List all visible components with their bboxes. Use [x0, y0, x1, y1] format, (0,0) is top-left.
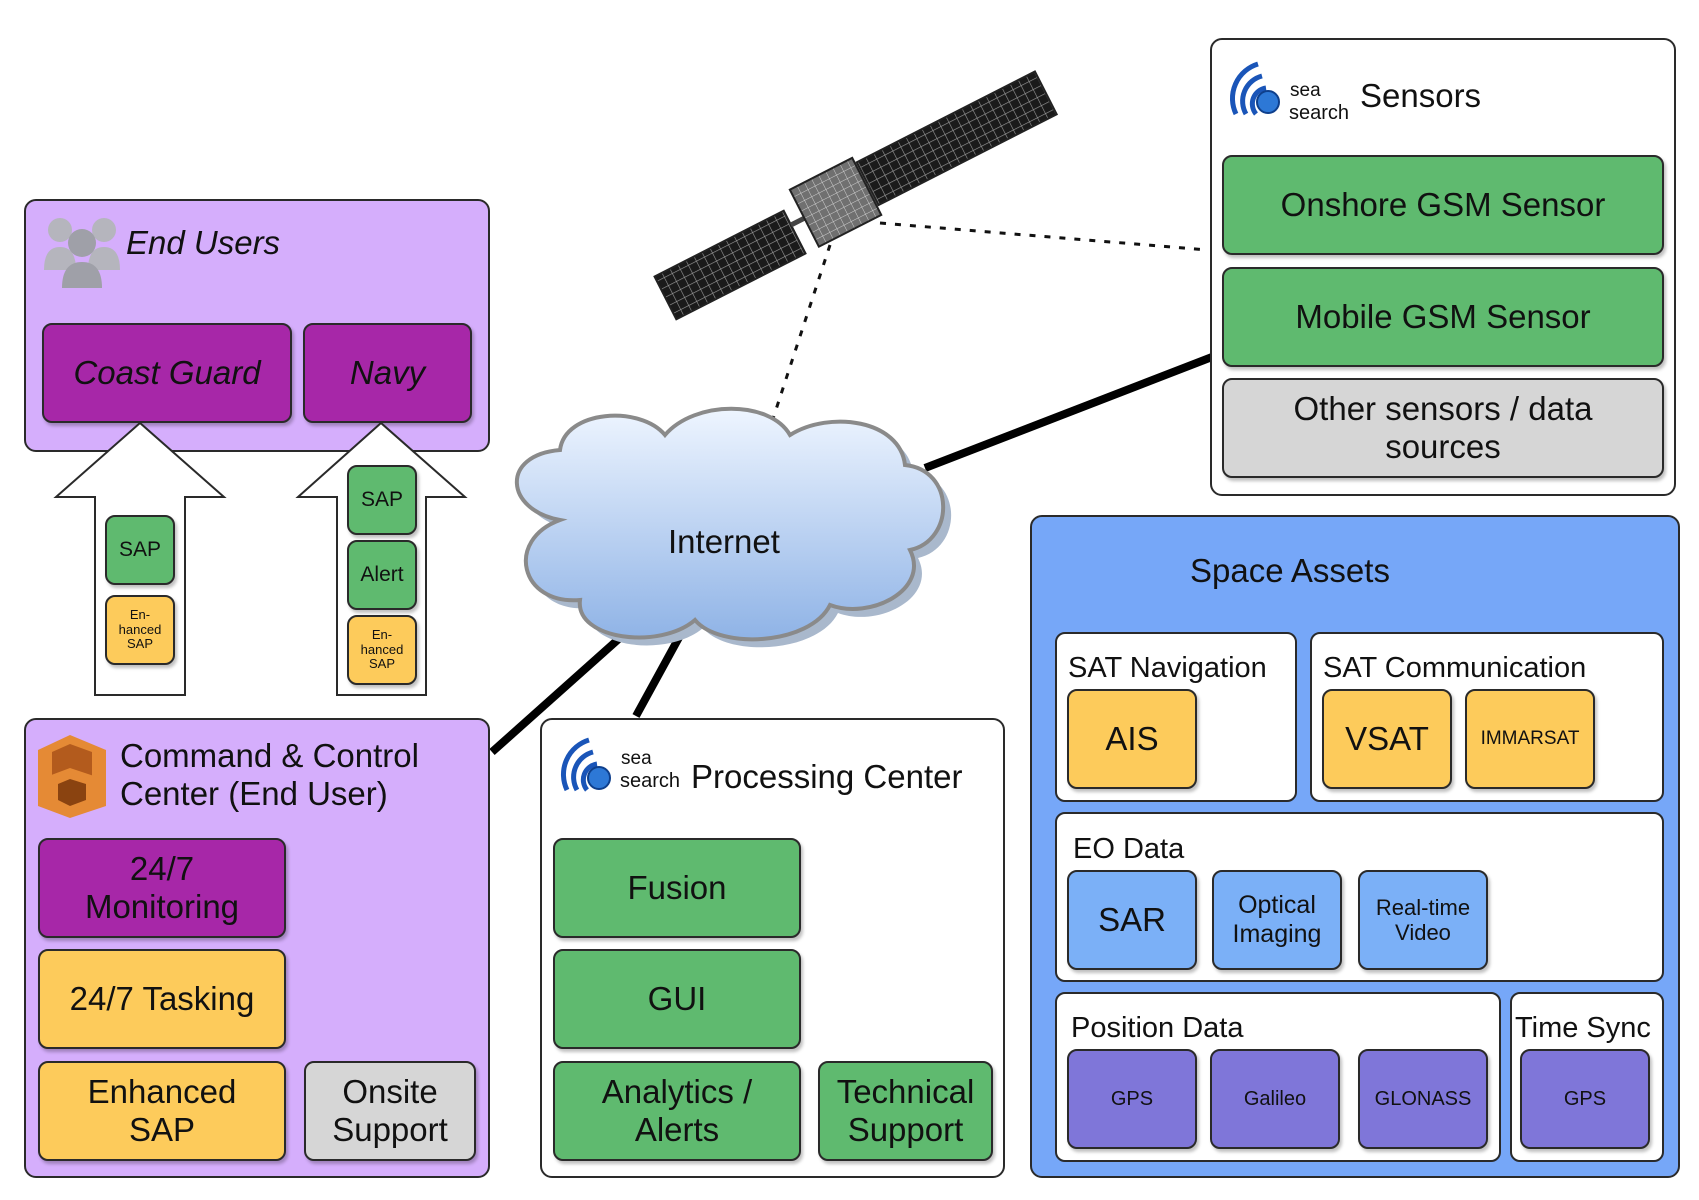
space-assets-title: Space Assets — [1190, 552, 1390, 589]
left-arrow-sap: SAP — [105, 515, 175, 585]
sensors-title: Sensors — [1360, 77, 1482, 114]
satellite-icon — [653, 70, 1059, 321]
right-arrow-enhanced-sap: En- hanced SAP — [347, 615, 417, 685]
left-arrow-enhanced-sap: En- hanced SAP — [105, 595, 175, 665]
fusion-box: Fusion — [553, 838, 801, 938]
internet-sensors-link — [923, 353, 1214, 472]
sea-search-logo-icon — [1230, 61, 1280, 116]
sat-communication-title: SAT Communication — [1323, 652, 1587, 684]
command-center-title-1: Command & Control — [120, 737, 419, 774]
navy-box: Navy — [303, 323, 472, 423]
right-arrow-sap: SAP — [347, 465, 417, 535]
tasking-box: 24/7 Tasking — [38, 949, 286, 1049]
logo-line2: search — [620, 770, 681, 792]
coast-guard-box: Coast Guard — [42, 323, 292, 423]
ais-box: AIS — [1067, 689, 1197, 789]
mobile-gsm-box: Mobile GSM Sensor — [1222, 267, 1664, 367]
internet-label: Internet — [668, 523, 780, 560]
logo-line1: sea — [621, 748, 652, 769]
gui-box: GUI — [553, 949, 801, 1049]
eo-data-title: EO Data — [1073, 833, 1185, 865]
realtime-video-box: Real-time Video — [1358, 870, 1488, 970]
sensors-logo: sea search — [1212, 52, 1352, 124]
right-arrow-alert: Alert — [347, 540, 417, 610]
processing-logo: sea search — [543, 728, 683, 800]
glonass-box: GLONASS — [1358, 1049, 1488, 1149]
internet-cloud-icon — [514, 406, 952, 648]
internet-command-link — [489, 633, 625, 755]
other-sensors-box: Other sensors / data sources — [1222, 378, 1664, 478]
enhanced-sap-box: Enhanced SAP — [38, 1061, 286, 1161]
processing-center-title: Processing Center — [691, 758, 963, 795]
internet-processing-link — [632, 630, 686, 718]
optical-imaging-box: Optical Imaging — [1212, 870, 1342, 970]
logo-line1: sea — [1290, 80, 1321, 101]
position-data-title: Position Data — [1071, 1012, 1244, 1044]
end-users-title: End Users — [126, 224, 281, 261]
sar-box: SAR — [1067, 870, 1197, 970]
technical-support-box: Technical Support — [818, 1061, 993, 1161]
vsat-box: VSAT — [1322, 689, 1452, 789]
time-sync-title: Time Sync — [1515, 1012, 1651, 1044]
analytics-alerts-box: Analytics / Alerts — [553, 1061, 801, 1161]
gps-time-sync-box: GPS — [1520, 1049, 1650, 1149]
sea-search-logo-icon — [561, 737, 611, 792]
onshore-gsm-box: Onshore GSM Sensor — [1222, 155, 1664, 255]
sat-navigation-title: SAT Navigation — [1068, 652, 1267, 684]
command-center-title-2: Center (End User) — [120, 775, 388, 812]
satellite-internet-link — [764, 244, 832, 441]
onsite-support-box: Onsite Support — [304, 1061, 476, 1161]
logo-line2: search — [1289, 102, 1350, 124]
satellite-sensor-link — [879, 221, 1209, 252]
galileo-box: Galileo — [1210, 1049, 1340, 1149]
monitoring-box: 24/7 Monitoring — [38, 838, 286, 938]
gps-position-box: GPS — [1067, 1049, 1197, 1149]
immarsat-box: IMMARSAT — [1465, 689, 1595, 789]
